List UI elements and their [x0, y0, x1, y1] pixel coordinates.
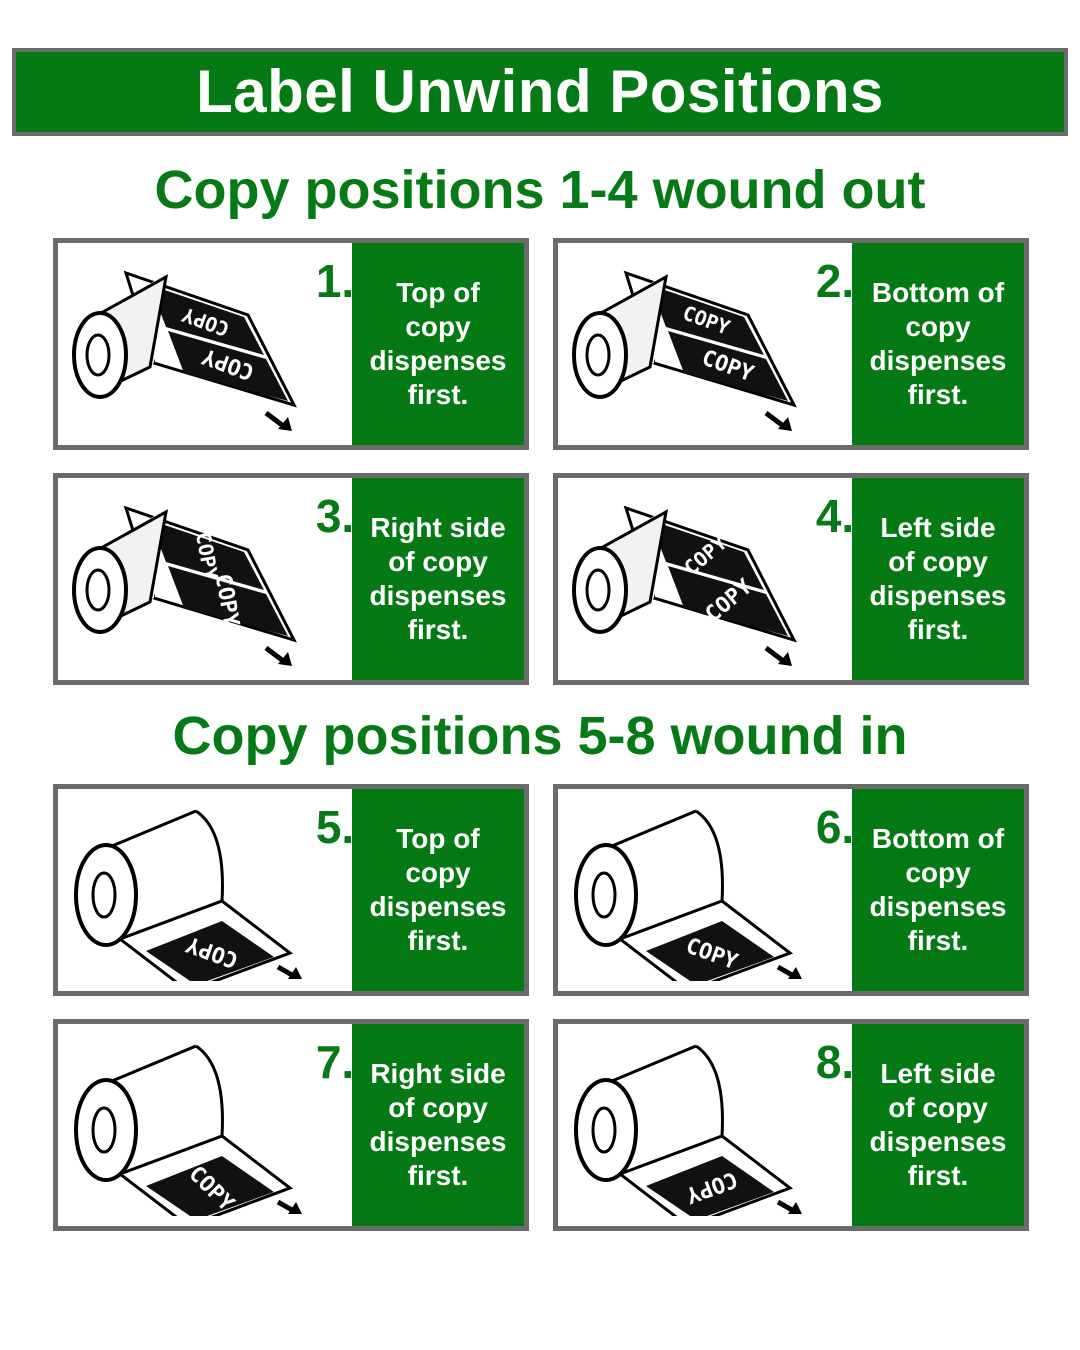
position-description: Bottom of copy dispenses first.	[852, 243, 1024, 445]
position-description: Top of copy dispenses first.	[352, 243, 524, 445]
page-title-banner: Label Unwind Positions	[12, 48, 1068, 136]
position-description: Right side of copy dispenses first.	[352, 478, 524, 680]
arrow-head-icon	[788, 967, 802, 979]
label-strip: COPY	[116, 1134, 294, 1216]
position-number: 8.	[815, 1036, 855, 1088]
dispense-arrow-icon	[776, 964, 794, 978]
arrow-head-icon	[788, 1202, 802, 1214]
label-front	[668, 566, 788, 636]
dispense-arrow-icon	[264, 411, 284, 427]
label-front	[668, 331, 788, 401]
roll-illustration: COPY	[74, 809, 302, 981]
label-front	[146, 921, 274, 981]
arrow-head-icon	[278, 417, 292, 431]
position-number: 4.	[815, 490, 855, 542]
label-front	[146, 1156, 274, 1216]
position-number: 7.	[315, 1036, 355, 1088]
roll-illustration: COPY	[574, 809, 802, 981]
roll-top-edge	[599, 1044, 697, 1088]
arrow-head-icon	[288, 967, 302, 979]
position-description: Top of copy dispenses first.	[352, 789, 524, 991]
label-front	[168, 566, 288, 636]
label-back	[650, 520, 764, 590]
label-back	[150, 285, 264, 355]
arrow-head-icon	[778, 417, 792, 431]
roll-core	[85, 568, 111, 612]
arrow-head-icon	[288, 1202, 302, 1214]
position-description: Left side of copy dispenses first.	[852, 478, 1024, 680]
roll-core	[591, 871, 617, 919]
roll-back-edge	[695, 809, 724, 902]
roll-core	[85, 333, 111, 377]
dispense-arrow-icon	[276, 964, 294, 978]
label-front	[646, 1156, 774, 1216]
position-number: 2.	[815, 255, 855, 307]
dispense-arrow-icon	[764, 411, 784, 427]
roll-core	[91, 871, 117, 919]
section-title-wound-out: Copy positions 1-4 wound out	[154, 160, 926, 220]
position-number: 3.	[315, 490, 355, 542]
arrow-head-icon	[278, 652, 292, 666]
section-title-wound-in: Copy positions 5-8 wound in	[172, 706, 908, 766]
roll-top-edge	[599, 809, 697, 853]
position-card-7: COPY 7.Right side of copy dispenses first…	[53, 1019, 529, 1231]
dispense-arrow-icon	[276, 1199, 294, 1213]
roll-back-edge	[195, 809, 224, 902]
roll-top-edge	[99, 1044, 197, 1088]
roll-back-edge	[195, 1044, 224, 1137]
roll-back-edge	[695, 1044, 724, 1137]
position-description: Bottom of copy dispenses first.	[852, 789, 1024, 991]
position-description: Right side of copy dispenses first.	[352, 1024, 524, 1226]
position-number: 6.	[815, 801, 855, 853]
label-strip: COPY	[116, 899, 294, 981]
dispense-arrow-icon	[764, 646, 784, 662]
roll-top-edge	[99, 809, 197, 853]
roll-core	[585, 568, 611, 612]
dispense-arrow-icon	[776, 1199, 794, 1213]
arrow-head-icon	[778, 652, 792, 666]
label-strip: COPY	[616, 899, 794, 981]
roll-core	[591, 1106, 617, 1154]
label-strip: COPY	[616, 1134, 794, 1216]
label-back	[150, 520, 264, 590]
position-description: Left side of copy dispenses first.	[852, 1024, 1024, 1226]
roll-core	[585, 333, 611, 377]
position-card-5: COPY 5.Top of copy dispenses first.	[53, 784, 529, 996]
roll-core	[91, 1106, 117, 1154]
dispense-arrow-icon	[264, 646, 284, 662]
position-number: 5.	[315, 801, 355, 853]
page-title: Label Unwind Positions	[196, 58, 884, 125]
label-front	[168, 331, 288, 401]
roll-illustration: COPY	[74, 1044, 302, 1216]
roll-illustration: COPY	[574, 1044, 802, 1216]
label-back	[650, 285, 764, 355]
label-front	[646, 921, 774, 981]
position-card-6: COPY 6.Bottom of copy dispenses first.	[553, 784, 1029, 996]
position-card-8: COPY 8.Left side of copy dispenses first.	[553, 1019, 1029, 1231]
position-number: 1.	[315, 255, 355, 307]
